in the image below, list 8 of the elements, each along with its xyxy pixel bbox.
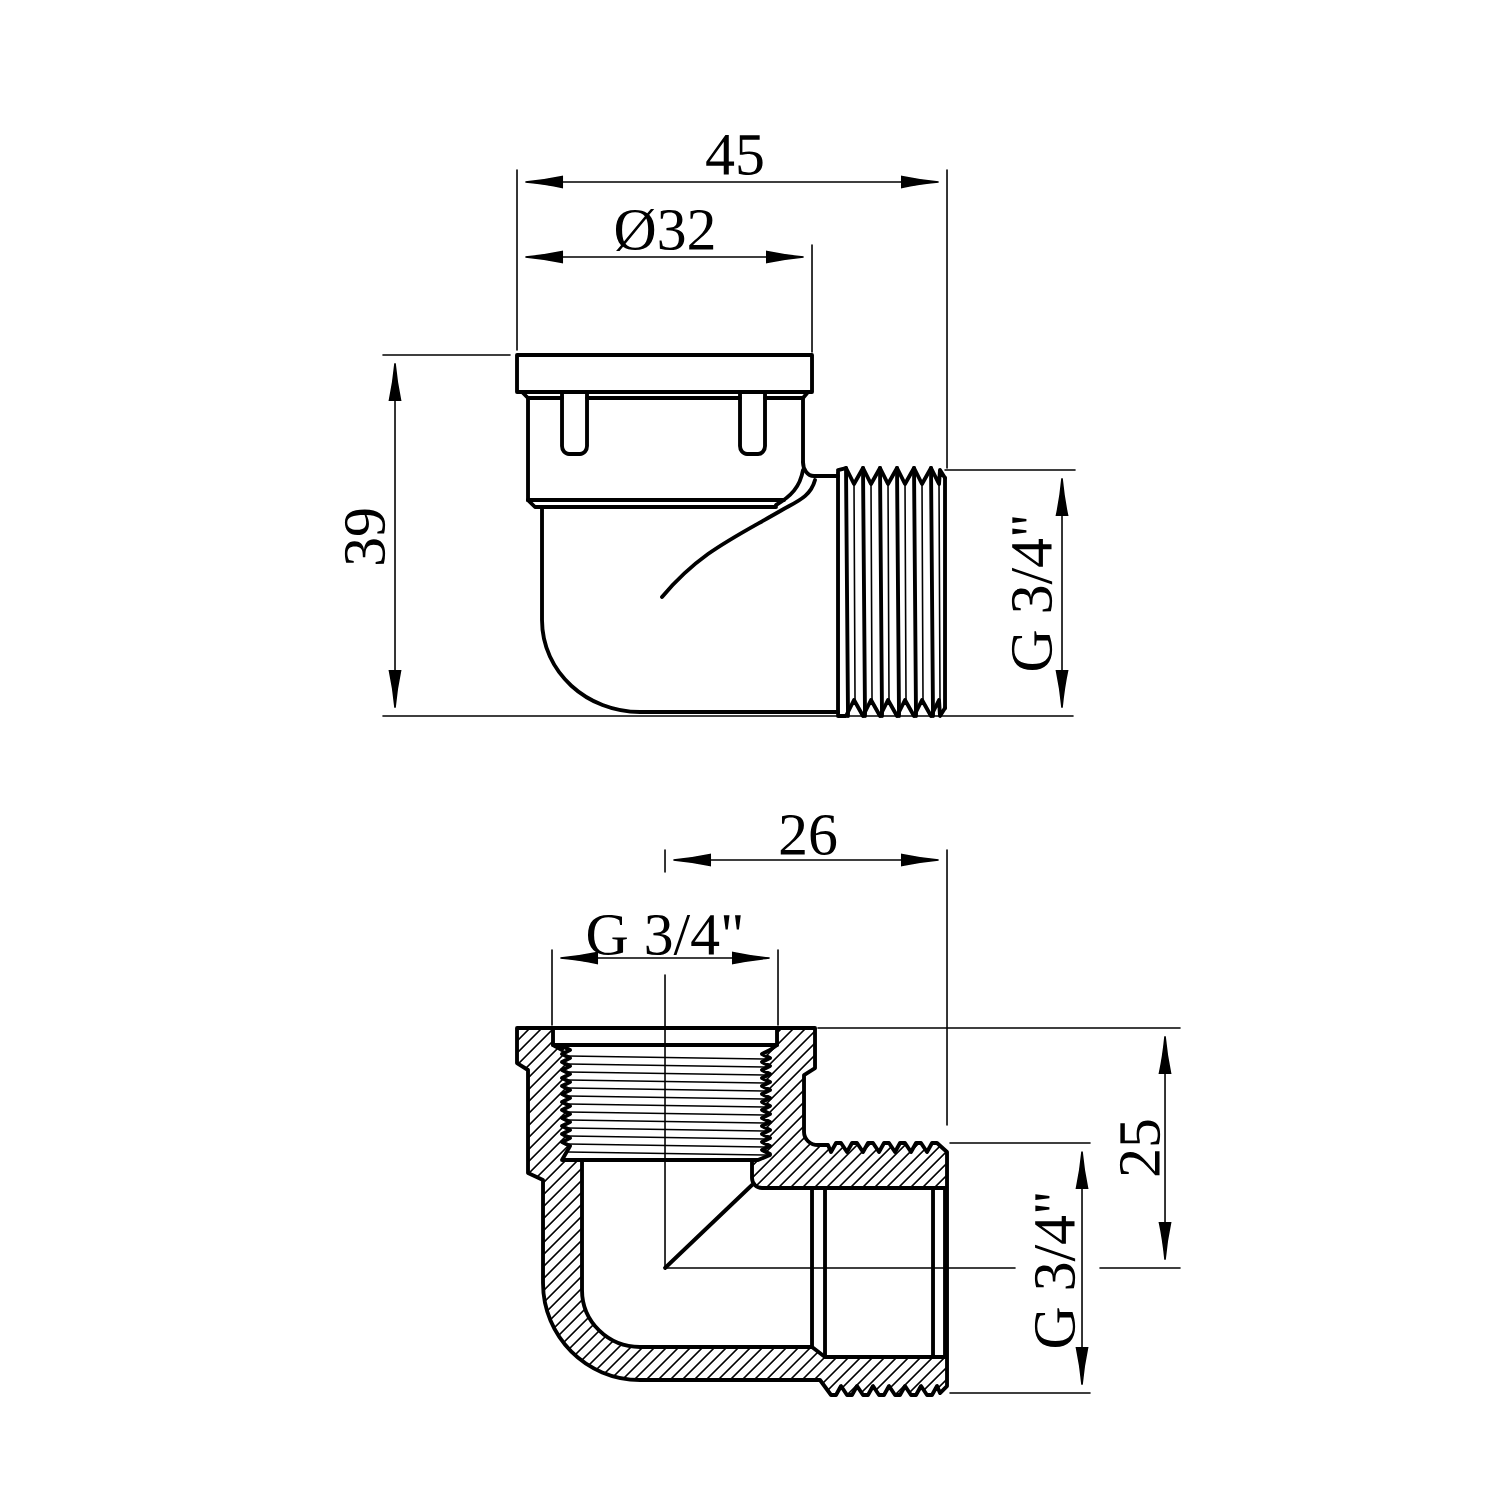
dimension-label: G 3/4" [1011, 517, 1053, 671]
dimension-label: 39 [344, 509, 386, 565]
dimension-label: G 3/4" [588, 914, 741, 956]
dimension-label: G 3/4" [1034, 1194, 1076, 1348]
dimension-label: 26 [780, 814, 837, 856]
dimension-label: Ø32 [615, 208, 714, 252]
dimension-label: 45 [706, 135, 763, 175]
dimension-label: 25 [1119, 1120, 1161, 1176]
